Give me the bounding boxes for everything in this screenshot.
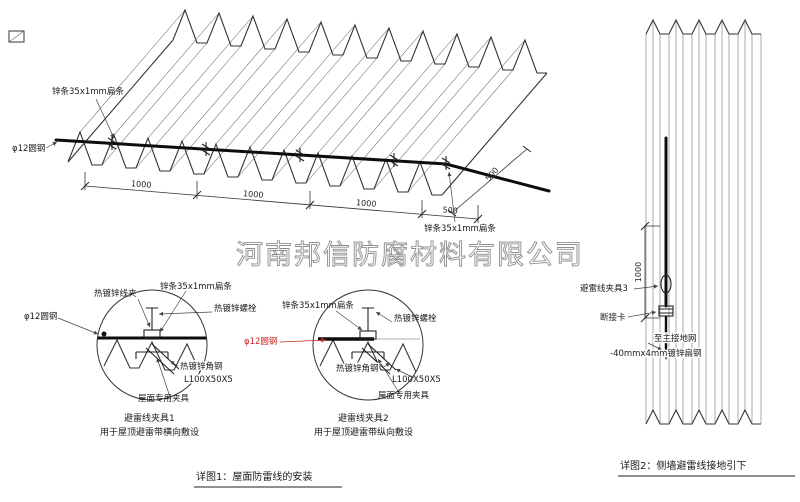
wall-disconnect-label: 断接卡 [600,312,626,323]
d1-angle-steel-label: 热镀锌角钢 [180,361,223,372]
caption-detail1: 详图1：屋面防雷线的安装 [196,470,312,483]
dim-500-1: 500 [442,205,458,215]
d1-angle-size-label: L100X50X5 [184,375,233,385]
d1-title: 避雷线夹具1 [124,412,175,424]
dim-1000-1: 1000 [131,179,152,190]
d1-round-steel-label: φ12圆钢 [24,311,57,322]
roof-round-steel-label: φ12圆钢 [12,143,45,154]
d2-angle-steel-label: 热镀锌角钢 [336,363,379,374]
round-steel-dot [101,331,107,337]
d2-title: 避雷线夹具2 [338,412,389,424]
wall-clamp-mark [660,274,672,294]
detail1-view: 热镀锌线夹 锌条35x1mm扁条 热镀锌螺栓 φ12圆钢 热镀锌角钢 L100X… [24,281,257,438]
wire-clamp-marks [107,136,451,170]
d2-strip-label: 锌条35x1mm扁条 [282,300,354,311]
dim-500-2: 500 [484,166,501,183]
wire-clip-body [143,329,161,339]
caption-detail2: 详图2：侧墙避雷线接地引下 [620,459,746,472]
d1-roof-clamp-label: 屋面专用夹具 [138,393,190,404]
dim-1000-3: 1000 [356,198,377,209]
wall-dim-1000: 1000 [634,262,643,282]
d1-wire-clip-label: 热镀锌线夹 [94,288,137,299]
d2-round-steel-label: φ12圆钢 [244,336,277,347]
d2-bolt-label: 热镀锌螺栓 [394,313,437,324]
d1-bolt-label: 热镀锌螺栓 [214,303,257,314]
wire-clip-body-2 [359,330,377,340]
roof-strip-label-top: 锌条35x1mm扁条 [52,86,124,97]
roof-clamp-bracket-2 [351,351,385,359]
wall-labels: 避雷线夹具3 断接卡 至主接地网 -40mmx4mm镀锌扁钢 [580,283,703,361]
d2-roof-clamp-label: 屋面专用夹具 [378,390,430,401]
angle-steel-lines [145,343,181,375]
roof-dimensions: 1000 1000 1000 500 500 [80,145,532,224]
wall-panel [645,18,762,425]
wall-to-ground-label: 至主接地网 [654,333,697,344]
roof-labels: 锌条35x1mm扁条 φ12圆钢 锌条35x1mm扁条 [12,86,496,234]
roof-isometric [67,8,548,196]
dim-1000-2: 1000 [243,189,264,200]
captions: 详图1：屋面防雷线的安装 详图2：侧墙避雷线接地引下 [194,459,795,488]
roof-strip-label-right: 锌条35x1mm扁条 [424,223,496,234]
down-arrow [662,350,670,360]
d1-subtitle: 用于屋顶避雷带横向敷设 [100,426,199,438]
roof-clamp-bracket [135,351,169,359]
wall-clamp3-label: 避雷线夹具3 [580,283,628,294]
d1-strip-label: 锌条35x1mm扁条 [160,281,232,292]
watermark-text: 河南邦信防腐材料有限公司 [236,240,584,271]
corner-mark-icon [8,30,25,43]
lightning-wire-wall [658,136,674,360]
d2-subtitle: 用于屋顶避雷带纵向敷设 [314,426,413,438]
d2-angle-size-label: L100X50X5 [392,375,441,385]
wall-dimension: 1000 [634,221,660,323]
wall-flat-steel-label: -40mmx4mm镀锌扁钢 [610,348,701,359]
detail2-view: 锌条35x1mm扁条 热镀锌螺栓 φ12圆钢 热镀锌角钢 L100X50X5 屋… [244,289,441,438]
